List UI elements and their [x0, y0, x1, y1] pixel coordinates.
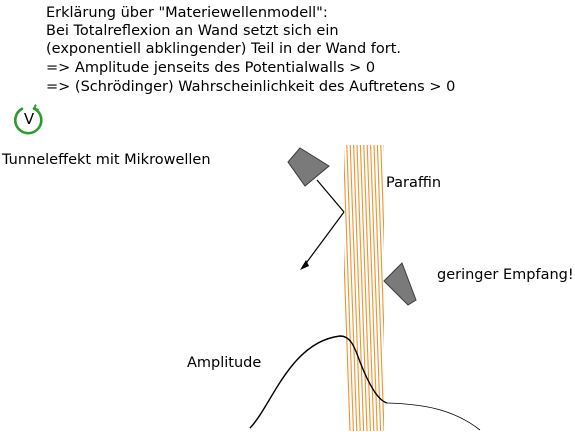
amplitude-curve: [249, 335, 388, 429]
v-badge-letter: V: [23, 110, 35, 128]
arrowhead-icon: [300, 260, 309, 270]
explanation-line-2: Bei Totalreflexion an Wand setzt sich ei…: [46, 23, 339, 39]
wall-hatch-stroke: [344, 146, 354, 431]
diagram-title: Tunneleffekt mit Mikrowellen: [2, 152, 211, 168]
v-badge: V: [13, 104, 45, 136]
wall-hatch-stroke: [370, 145, 382, 431]
wall-hatch-stroke: [359, 145, 371, 431]
wall-hatch-stroke: [373, 145, 384, 431]
explanation-line-1: Erklärung über "Materiewellenmodell":: [46, 5, 328, 21]
amplitude-tail: [386, 402, 481, 431]
wall-hatch-stroke: [353, 145, 365, 431]
explanation-line-3: (exponentiell abklingender) Teil in der …: [46, 41, 402, 57]
wall-hatch-stroke: [366, 145, 378, 431]
wall-hatch-stroke: [356, 145, 368, 431]
paraffin-label: Paraffin: [386, 175, 442, 191]
wall-hatch-stroke: [376, 145, 384, 350]
receiver-label: geringer Empfang!: [437, 267, 574, 283]
transmitter-horn-icon: [287, 147, 330, 187]
explanation-line-5: => (Schrödinger) Wahrscheinlichkeit des …: [46, 79, 456, 95]
explanation-line-4: => Amplitude jenseits des Potentialwalls…: [46, 60, 376, 76]
wall-hatch-stroke: [363, 145, 375, 431]
wall-hatch-stroke: [344, 243, 351, 431]
incident-ray: [300, 179, 345, 270]
paraffin-wall: [344, 145, 384, 431]
receiver-horn-icon: [383, 262, 417, 306]
amplitude-label: Amplitude: [187, 355, 262, 371]
wall-hatch-stroke: [380, 145, 384, 253]
wall-hatch-stroke: [346, 145, 358, 431]
wall-hatch-stroke: [349, 145, 361, 431]
circle-arrow-icon: [14, 104, 43, 135]
